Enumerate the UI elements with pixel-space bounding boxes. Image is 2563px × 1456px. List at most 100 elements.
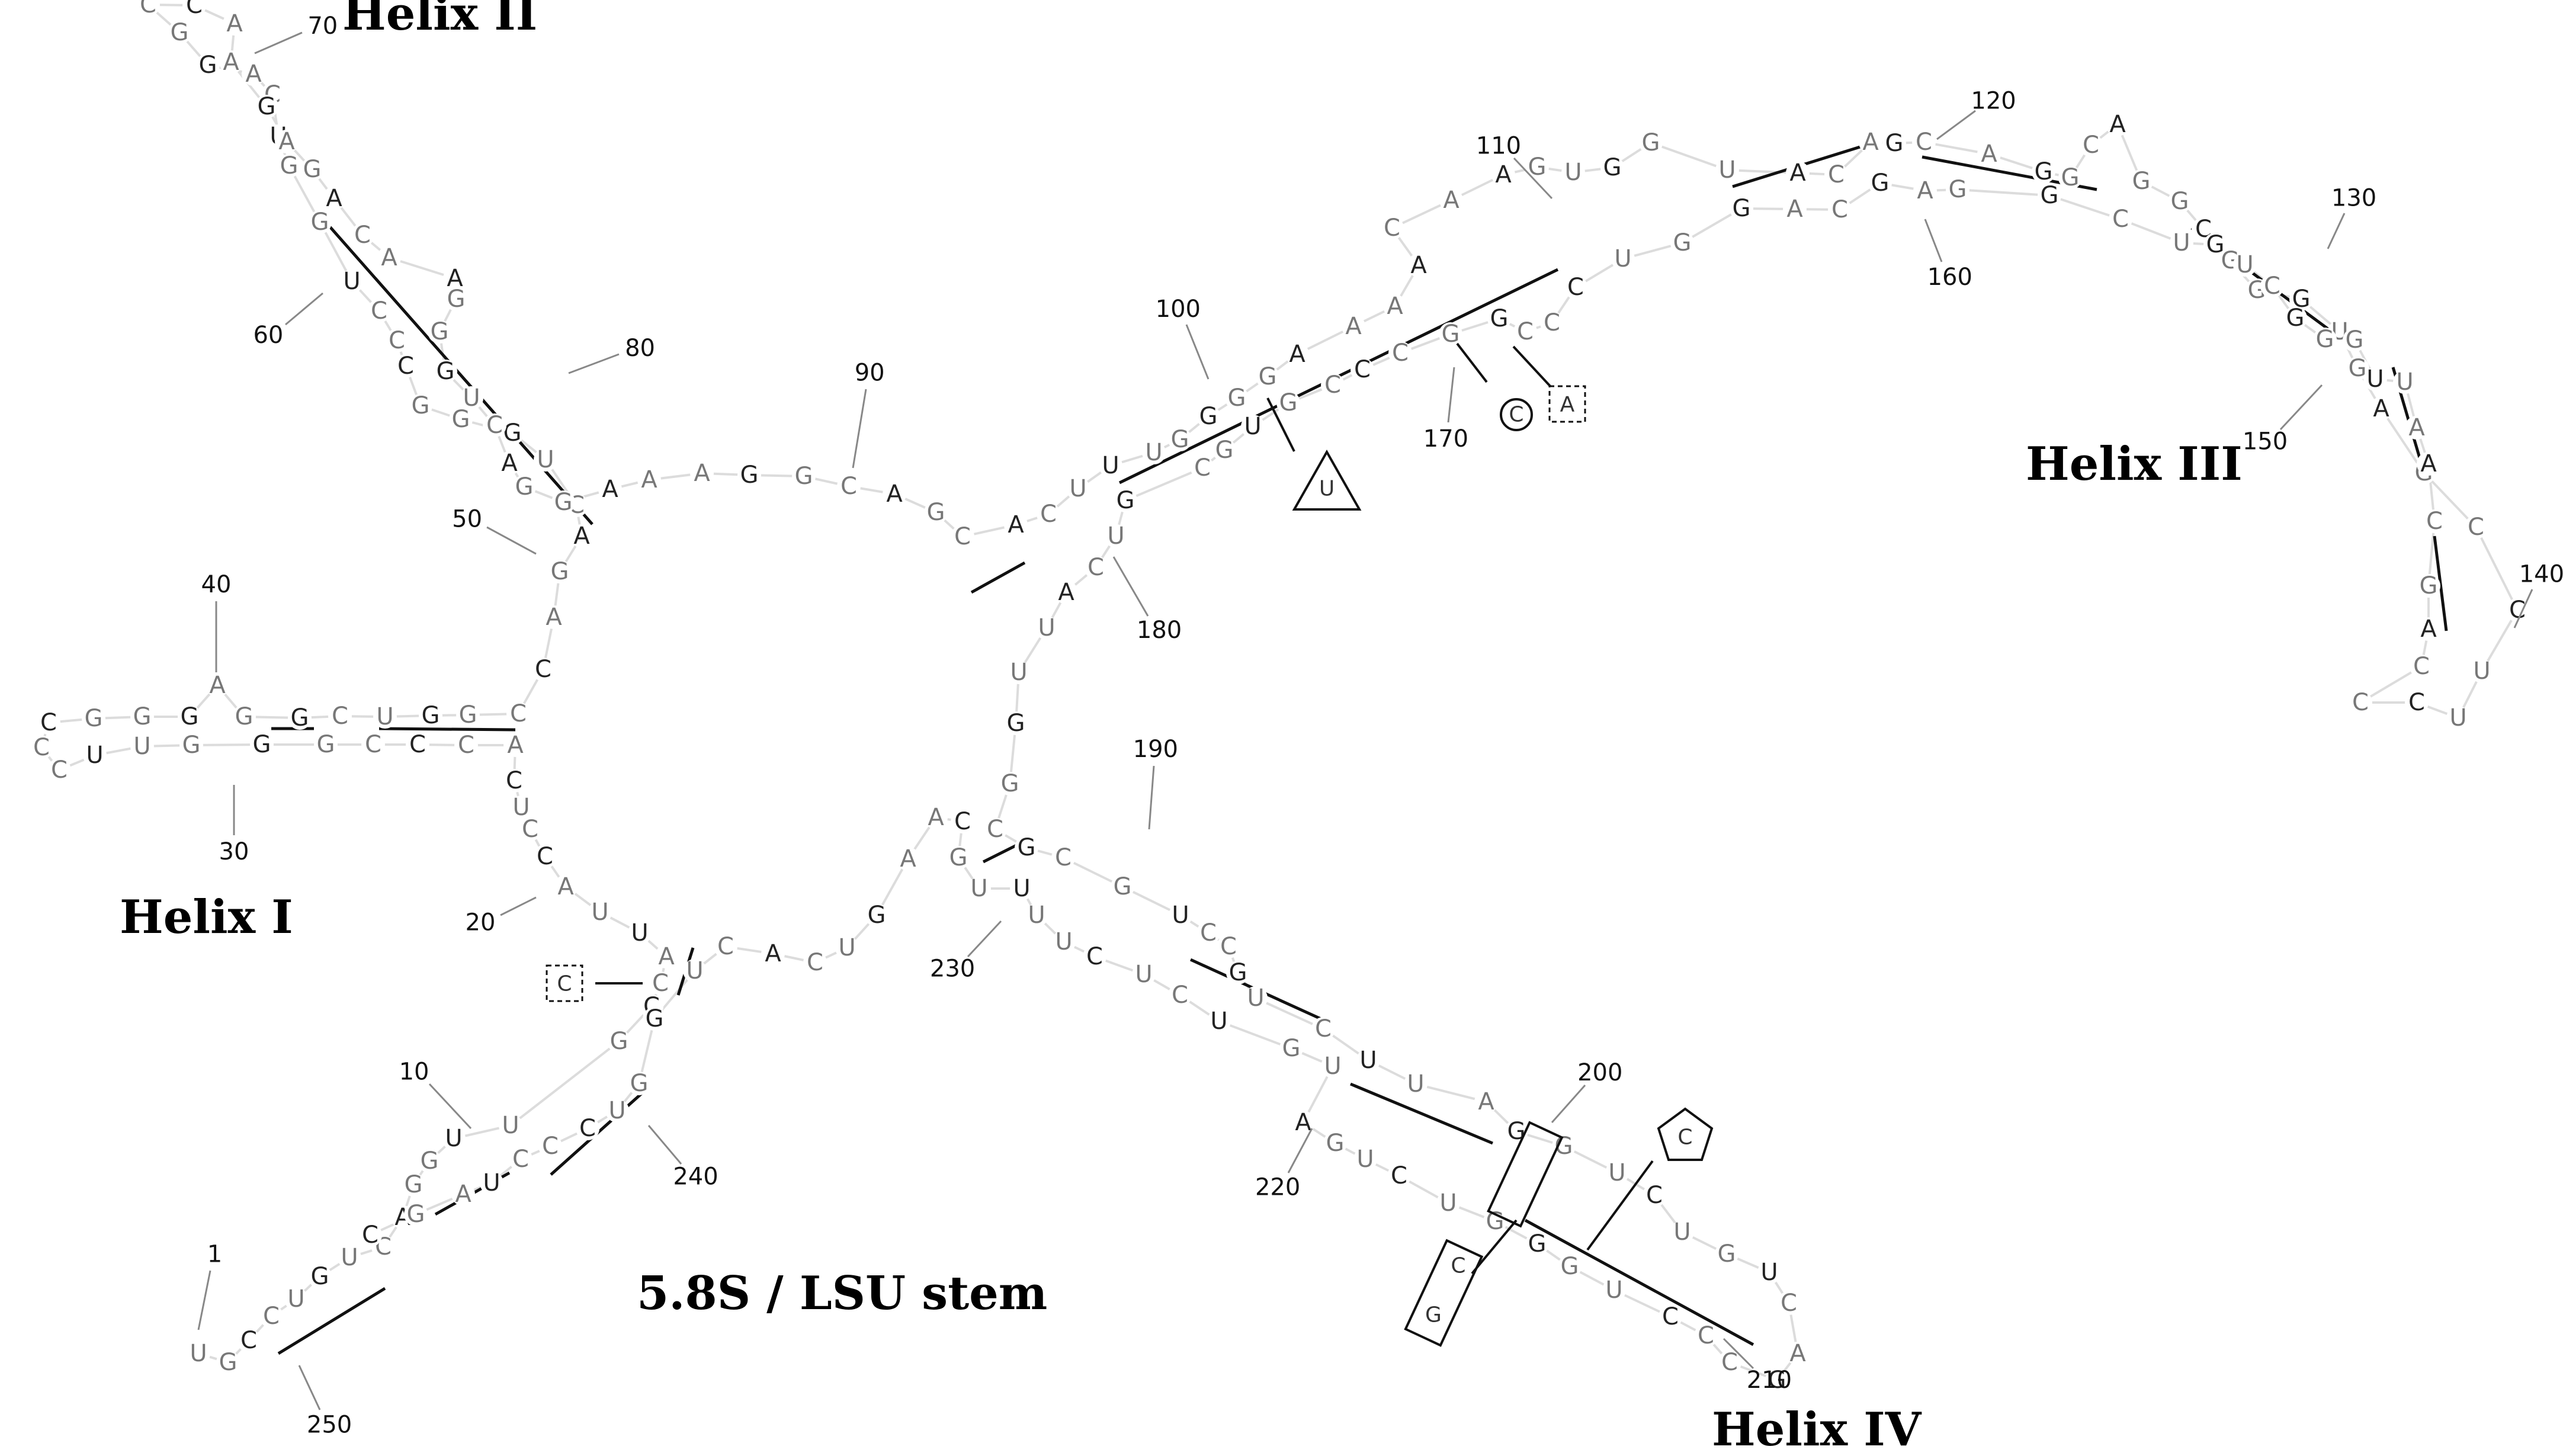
nucleotide-bg [1783,197,1807,221]
position-label-160: 160 [1927,264,1972,291]
nucleotide-bg [454,733,478,757]
nucleotide-bg [187,1342,210,1365]
nucleotide-196: U [1247,984,1264,1012]
position-tick [254,31,303,54]
position-label-230: 230 [930,955,975,982]
nucleotide-bg [683,959,707,983]
nucleotide-155: U [2236,251,2253,278]
nucleotide-33: U [86,742,103,769]
nucleotide-bg [1197,921,1220,945]
position-tick [428,1083,472,1130]
nucleotide-bg [1037,502,1060,526]
nucleotide-bg [444,287,468,311]
nucleotide-bg [1004,711,1028,735]
nucleotide-180: G [1117,487,1135,514]
nucleotide-181: U [1107,522,1124,550]
position-label-130: 130 [2331,185,2376,212]
nucleotide-85: G [515,473,534,501]
nucleotide-bg [2283,306,2307,330]
nucleotide-200: A [1478,1088,1494,1115]
nucleotide-94: G [927,499,945,526]
nucleotide-bg [1035,616,1058,640]
nucleotide-55: G [452,406,470,433]
nucleotide-bg [314,733,338,756]
nucleotide-26: C [458,732,474,759]
variant-u: U [1319,477,1335,501]
nucleotide-bg [649,971,672,995]
nucleotide-bg [237,1329,261,1352]
nucleotide-89: A [694,460,710,487]
nucleotide-bg [1611,247,1635,271]
nucleotide-bg [1279,1037,1303,1060]
nucleotide-144: A [2420,615,2437,643]
position-tick [1513,157,1553,200]
nucleotide-bg [1244,986,1268,1010]
nucleotide-bg [2405,691,2429,714]
nucleotide-237: G [868,902,886,929]
base-pair-line [1350,1082,1493,1145]
nucleotide-150: U [2366,365,2384,393]
nucleotide-bg [300,158,324,181]
nucleotide-199: U [1407,1070,1424,1098]
nucleotide-189: G [1018,834,1036,861]
nucleotide-bg [1946,178,1969,201]
nucleotide-bg [1786,161,1810,185]
position-tick [1185,324,1210,380]
nucleotide-121: C [1916,129,1932,156]
nucleotide-36: C [40,709,57,736]
nucleotide-184: U [1038,614,1055,642]
nucleotide-bg [284,1287,308,1311]
nucleotide-75: A [326,185,342,212]
nucleotide-bg [951,525,974,549]
nucleotide-bg [627,1072,651,1095]
nucleotide-bg [1487,307,1511,331]
nucleotide-bg [443,267,467,290]
nucleotide-16: C [652,970,669,997]
nucleotide-bg [1913,179,1937,203]
nucleotide-bg [1004,513,1028,537]
nucleotide-bg [1114,489,1137,512]
nucleotide-bg [2446,706,2470,730]
nucleotide-bg [1730,197,1753,220]
nucleotide-bg [130,705,154,729]
nucleotide-bg [1356,1048,1380,1072]
nucleotide-bg [442,1127,466,1150]
nucleotide-147: A [2420,450,2437,477]
nucleotide-10: G [405,1171,423,1198]
nucleotide-bg [1718,1351,1741,1374]
nucleotide-168: C [1567,274,1584,301]
nucleotide-bg [502,769,526,793]
nucleotide-bg [714,935,737,958]
nucleotide-207: U [1760,1259,1778,1286]
nucleotide-211: C [1721,1349,1738,1376]
nucleotide-bg [373,705,397,729]
nucleotide-105: A [1289,341,1305,368]
nucleotide-135: A [2373,395,2389,422]
nucleotide-62: G [280,152,299,179]
nucleotide-174: C [1354,356,1371,383]
nucleotide-bg [216,1351,240,1374]
nucleotide-66: G [199,52,217,79]
nucleotide-31: G [182,732,201,759]
nucleotide-3: C [240,1327,257,1354]
nucleotide-20: A [557,873,574,900]
nucleotide-bg [1694,1324,1718,1348]
position-labels: 1102030405060708090100110120130140150160… [197,12,2563,1438]
nucleotide-175: C [1324,371,1341,399]
nucleotide-bg [1564,275,1587,299]
nucleotide-118: C [1828,161,1845,188]
nucleotide-46: G [459,701,477,729]
nucleotide-116: U [1718,156,1736,184]
nucleotide-145: G [2420,572,2438,599]
variant-pentagon: C [1586,1107,1714,1251]
nucleotide-194: C [1220,933,1237,960]
nucleotide-53: U [537,446,554,473]
nucleotide-152: G [2316,326,2334,353]
nucleotide-bg [2289,287,2313,311]
nucleotide-bg [803,951,827,974]
nucleotide-bg [637,468,661,492]
nucleotide-146: C [2426,508,2443,535]
nucleotide-bg [951,810,974,833]
nucleotide-148: A [2408,414,2425,441]
nucleotide-179: C [1194,454,1211,482]
